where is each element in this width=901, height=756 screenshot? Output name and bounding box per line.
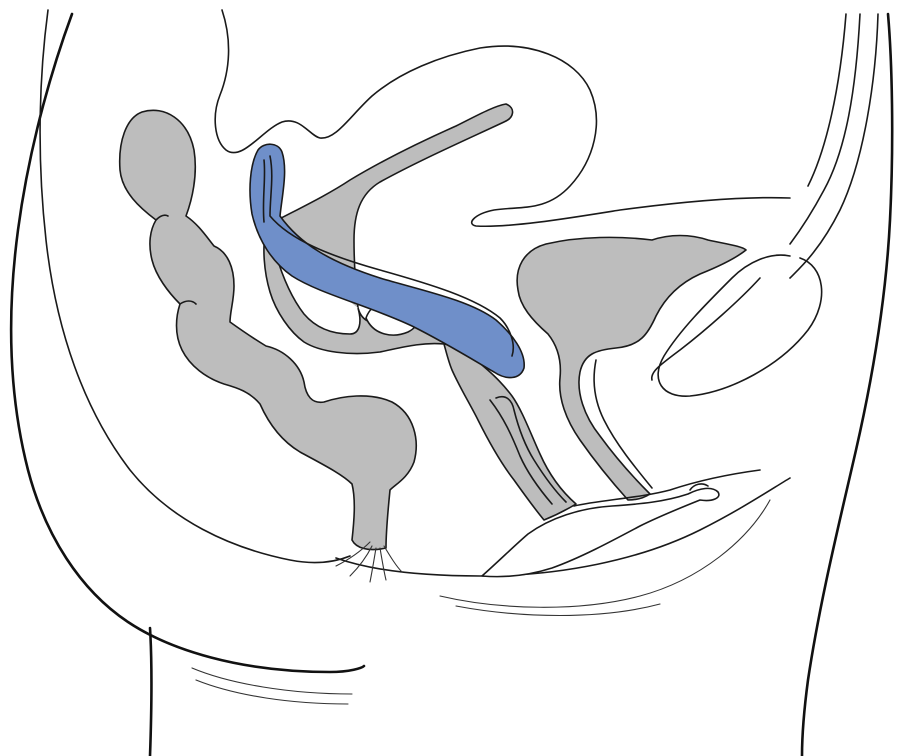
abdominal-wall-inner-1: [790, 14, 878, 278]
leg-contour: [150, 628, 152, 756]
thigh-inner-line-2: [456, 604, 660, 616]
abdominal-wall-inner-2: [790, 14, 860, 244]
abdominal-wall-inner-3: [808, 14, 846, 186]
bladder: [517, 236, 746, 501]
buttock-fold-2: [196, 680, 348, 704]
